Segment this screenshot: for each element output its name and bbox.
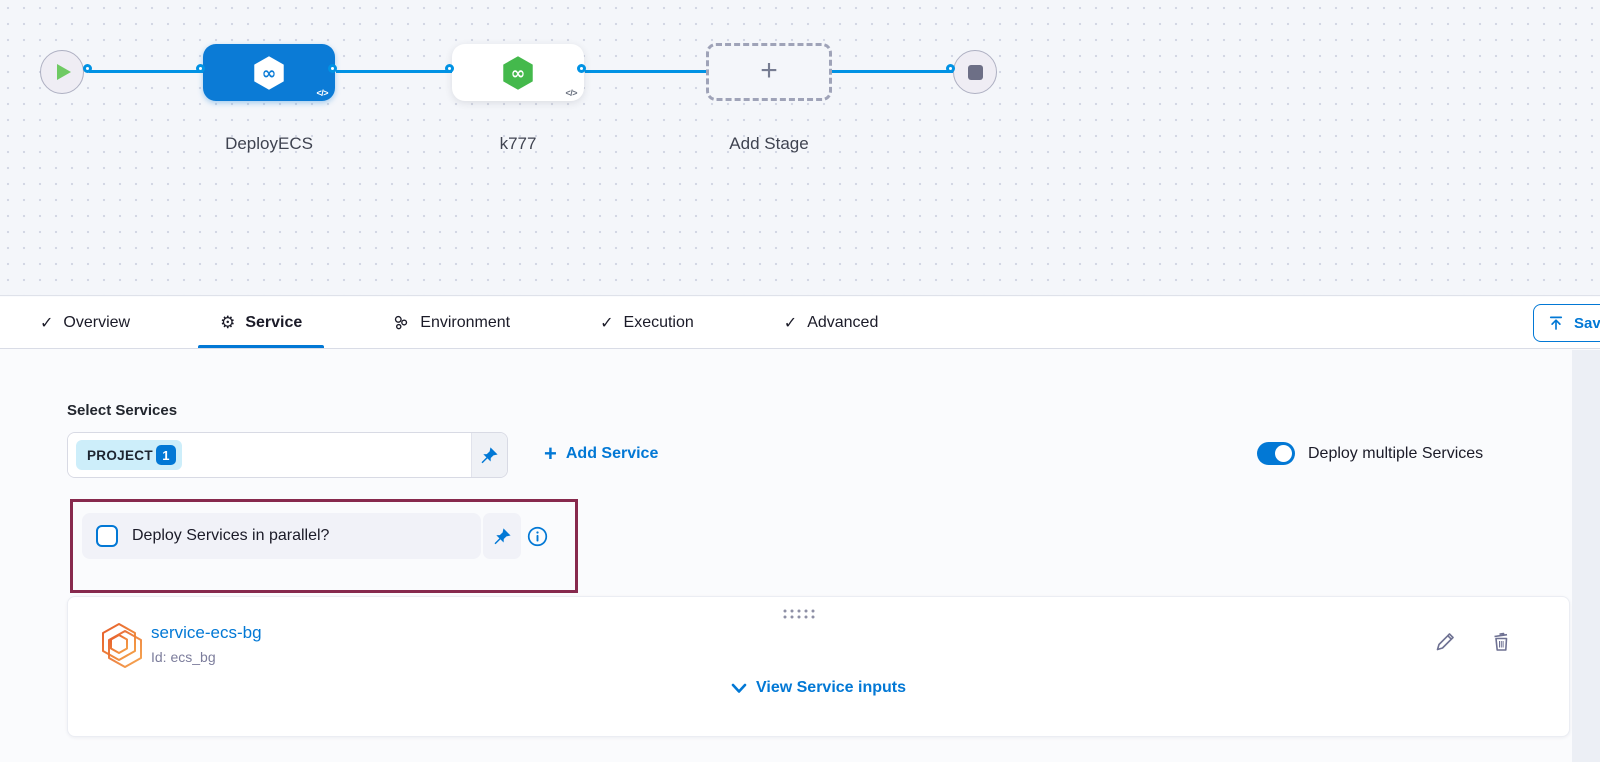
deploy-parallel-label: Deploy Services in parallel? — [132, 527, 330, 544]
annotation-highlight-box — [70, 499, 578, 593]
environment-icon — [395, 315, 408, 329]
view-service-inputs-link[interactable]: View Service inputs — [68, 679, 1569, 697]
connector-dot — [196, 64, 205, 73]
page-background-strip — [1572, 350, 1600, 762]
deploy-parallel-checkbox[interactable] — [96, 525, 118, 547]
service-card: service-ecs-bg Id: ecs_bg View Service i… — [67, 596, 1570, 737]
check-icon: ✓ — [600, 314, 614, 332]
stage-node-deployecs[interactable]: ∞ </> — [203, 44, 335, 101]
connector-dot — [445, 64, 454, 73]
select-services-input[interactable]: PROJECT 1 — [67, 432, 508, 478]
pin-icon — [494, 527, 511, 544]
pin-icon — [481, 446, 498, 463]
edit-icon[interactable] — [1433, 630, 1457, 654]
deploy-multiple-row: Deploy multiple Services — [1257, 442, 1483, 465]
save-button-label: Save — [1574, 314, 1600, 332]
edge-stage1-stage2 — [336, 70, 453, 73]
chip-count-badge: 1 — [155, 445, 176, 465]
tab-execution[interactable]: ✓ Execution — [578, 297, 716, 348]
check-icon: ✓ — [783, 314, 798, 332]
tab-label: Overview — [63, 313, 131, 331]
connector-dot — [83, 64, 92, 73]
pipeline-canvas[interactable]: ∞ </> ∞ </> + DeployECS k777 Add Stage — [0, 0, 1600, 296]
stage-label-k777: k777 — [499, 134, 537, 153]
chevron-down-icon — [731, 683, 747, 693]
harness-hexagon-icon: ∞ — [503, 55, 533, 90]
project-scope-chip[interactable]: PROJECT 1 — [76, 440, 182, 470]
code-badge-icon: </> — [565, 88, 577, 98]
select-services-label: Select Services — [67, 402, 178, 419]
info-icon[interactable] — [527, 526, 548, 547]
add-service-button[interactable]: + Add Service — [544, 443, 658, 465]
tab-service[interactable]: ⚙ Service — [198, 297, 325, 348]
service-name-link[interactable]: service-ecs-bg — [151, 623, 262, 642]
svg-text:∞: ∞ — [262, 64, 277, 84]
connector-dot — [328, 64, 337, 73]
tab-environment[interactable]: Environment — [370, 297, 532, 348]
stage-node-k777[interactable]: ∞ </> — [452, 44, 584, 101]
service-tab-content: Select Services PROJECT 1 + Add Service … — [0, 350, 1600, 762]
tab-label: Environment — [420, 313, 511, 331]
stage-tabbar: ✓ Overview ⚙ Service Environment ✓ Execu… — [0, 297, 1600, 349]
drag-handle[interactable] — [781, 607, 815, 621]
view-service-inputs-label: View Service inputs — [756, 679, 906, 696]
plus-icon: + — [544, 441, 557, 466]
service-id-text: Id: ecs_bg — [151, 649, 216, 665]
tab-advanced[interactable]: ✓ Advanced — [762, 297, 901, 348]
gear-icon: ⚙ — [220, 312, 236, 332]
check-icon: ✓ — [40, 314, 54, 332]
pin-input-button[interactable] — [483, 513, 521, 559]
service-hexagon-icon — [102, 623, 142, 668]
save-button[interactable]: Save — [1533, 304, 1600, 342]
deploy-multiple-toggle[interactable] — [1257, 442, 1295, 465]
play-icon — [57, 64, 71, 80]
stage-label-deployecs: DeployECS — [225, 134, 313, 153]
plus-icon: + — [760, 53, 778, 87]
svg-text:∞: ∞ — [511, 64, 526, 84]
tab-label: Execution — [623, 313, 694, 331]
code-badge-icon: </> — [316, 88, 328, 98]
deploy-multiple-label: Deploy multiple Services — [1308, 444, 1484, 462]
pipeline-end-node — [953, 50, 997, 94]
tab-label: Advanced — [807, 313, 879, 331]
add-service-label: Add Service — [565, 445, 659, 462]
chip-label: PROJECT — [87, 447, 153, 463]
tab-label: Service — [245, 313, 303, 331]
add-stage-label: Add Stage — [729, 134, 809, 153]
stop-icon — [967, 64, 983, 80]
pin-input-button[interactable] — [471, 433, 507, 477]
upload-icon — [1549, 316, 1563, 330]
connector-dot — [946, 64, 955, 73]
delete-icon[interactable] — [1489, 630, 1513, 654]
select-services-input-area[interactable]: PROJECT 1 — [68, 433, 471, 477]
connector-dot — [577, 64, 586, 73]
edge-start-stage1 — [89, 70, 204, 73]
info-icon[interactable] — [1257, 445, 1274, 462]
add-stage-button[interactable]: + — [706, 43, 832, 101]
toggle-knob — [1275, 445, 1292, 462]
pipeline-start-node — [40, 50, 84, 94]
tab-overview[interactable]: ✓ Overview — [18, 297, 152, 348]
deploy-parallel-field: Deploy Services in parallel? — [82, 513, 481, 559]
harness-hexagon-icon: ∞ — [254, 55, 284, 90]
